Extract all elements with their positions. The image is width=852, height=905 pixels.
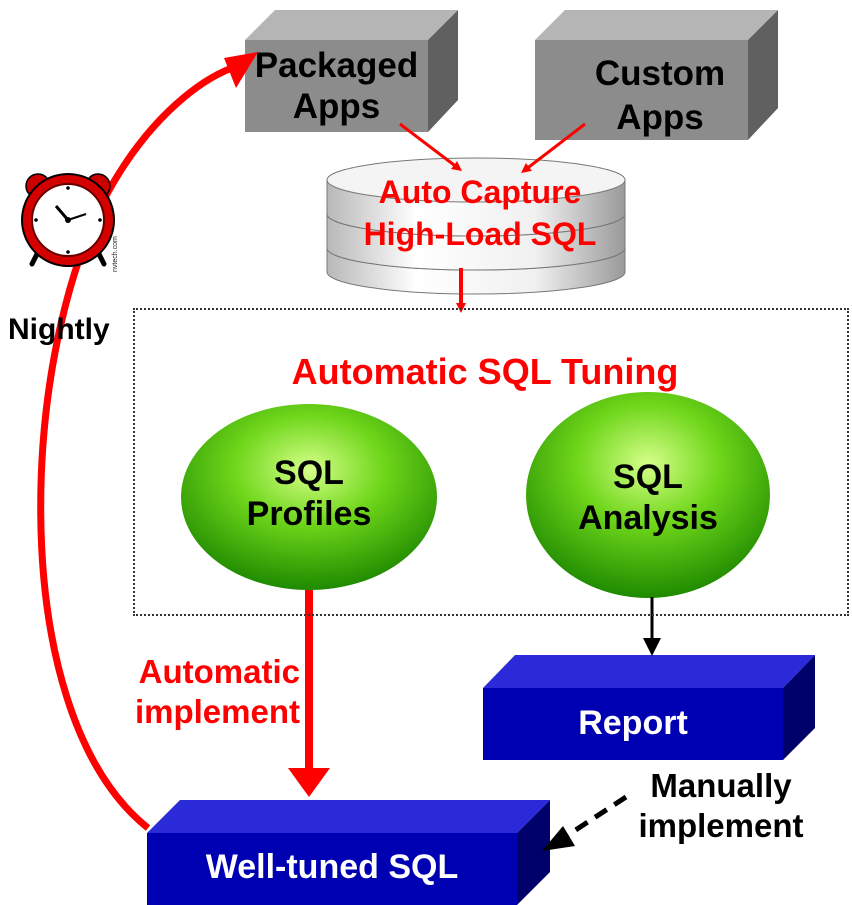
packaged-to-capture-arrow — [399, 122, 462, 172]
sql-analysis-label: SQL Analysis — [548, 457, 748, 539]
automatic-implement-line2: implement — [134, 693, 300, 731]
custom-to-capture-arrow — [521, 122, 586, 174]
sql-profiles-label: SQL Profiles — [211, 453, 407, 535]
automatic-tuning-region — [133, 308, 849, 616]
capture-line2: High-Load SQL — [363, 215, 597, 252]
manually-implement-label: Manually implement — [606, 766, 836, 847]
analysis-to-report-arrowhead — [643, 638, 661, 656]
manually-implement-line2: implement — [638, 807, 804, 845]
manually-implement-line1: Manually — [650, 767, 792, 804]
sql-analysis-line1: SQL — [613, 458, 683, 496]
manual-implement-arrowhead — [542, 826, 575, 851]
packaged-apps-label: Packaged Apps — [245, 46, 428, 128]
packaged-apps-box — [245, 10, 458, 132]
well-tuned-sql-box — [147, 800, 550, 905]
nightly-loop-arrowhead — [224, 52, 258, 88]
well-tuned-label: Well-tuned SQL — [205, 848, 459, 886]
clock-credit-text: nvtech.com — [112, 236, 119, 272]
sql-analysis-line2: Analysis — [578, 498, 718, 537]
capture-line1: Auto Capture — [378, 174, 582, 210]
automatic-implement-label: Automatic implement — [100, 652, 300, 733]
alarm-clock-icon — [21, 173, 115, 267]
automatic-implement-line1: Automatic — [138, 653, 300, 690]
sql-capture-disk — [326, 157, 626, 295]
manual-implement-arrow — [566, 794, 628, 838]
custom-apps-box — [535, 10, 778, 140]
nightly-loop-arrow — [37, 64, 234, 831]
custom-apps-line1: Custom — [594, 54, 726, 93]
packaged-apps-line2: Apps — [292, 86, 381, 126]
profiles-to-welltuned-arrowhead — [288, 768, 330, 797]
report-box — [483, 655, 815, 760]
capture-label: Auto Capture High-Load SQL — [330, 172, 630, 255]
sql-profiles-ellipse — [181, 404, 437, 590]
sql-analysis-ellipse — [526, 392, 770, 598]
nightly-label: Nightly — [8, 313, 110, 346]
custom-apps-label: Custom Apps — [535, 52, 785, 140]
packaged-apps-line1: Packaged — [254, 46, 419, 85]
sql-profiles-line1: SQL — [274, 454, 344, 492]
custom-apps-line2: Apps — [616, 97, 704, 137]
report-label: Report — [578, 704, 688, 742]
sql-profiles-line2: Profiles — [246, 494, 372, 533]
tuning-title: Automatic SQL Tuning — [291, 351, 679, 392]
